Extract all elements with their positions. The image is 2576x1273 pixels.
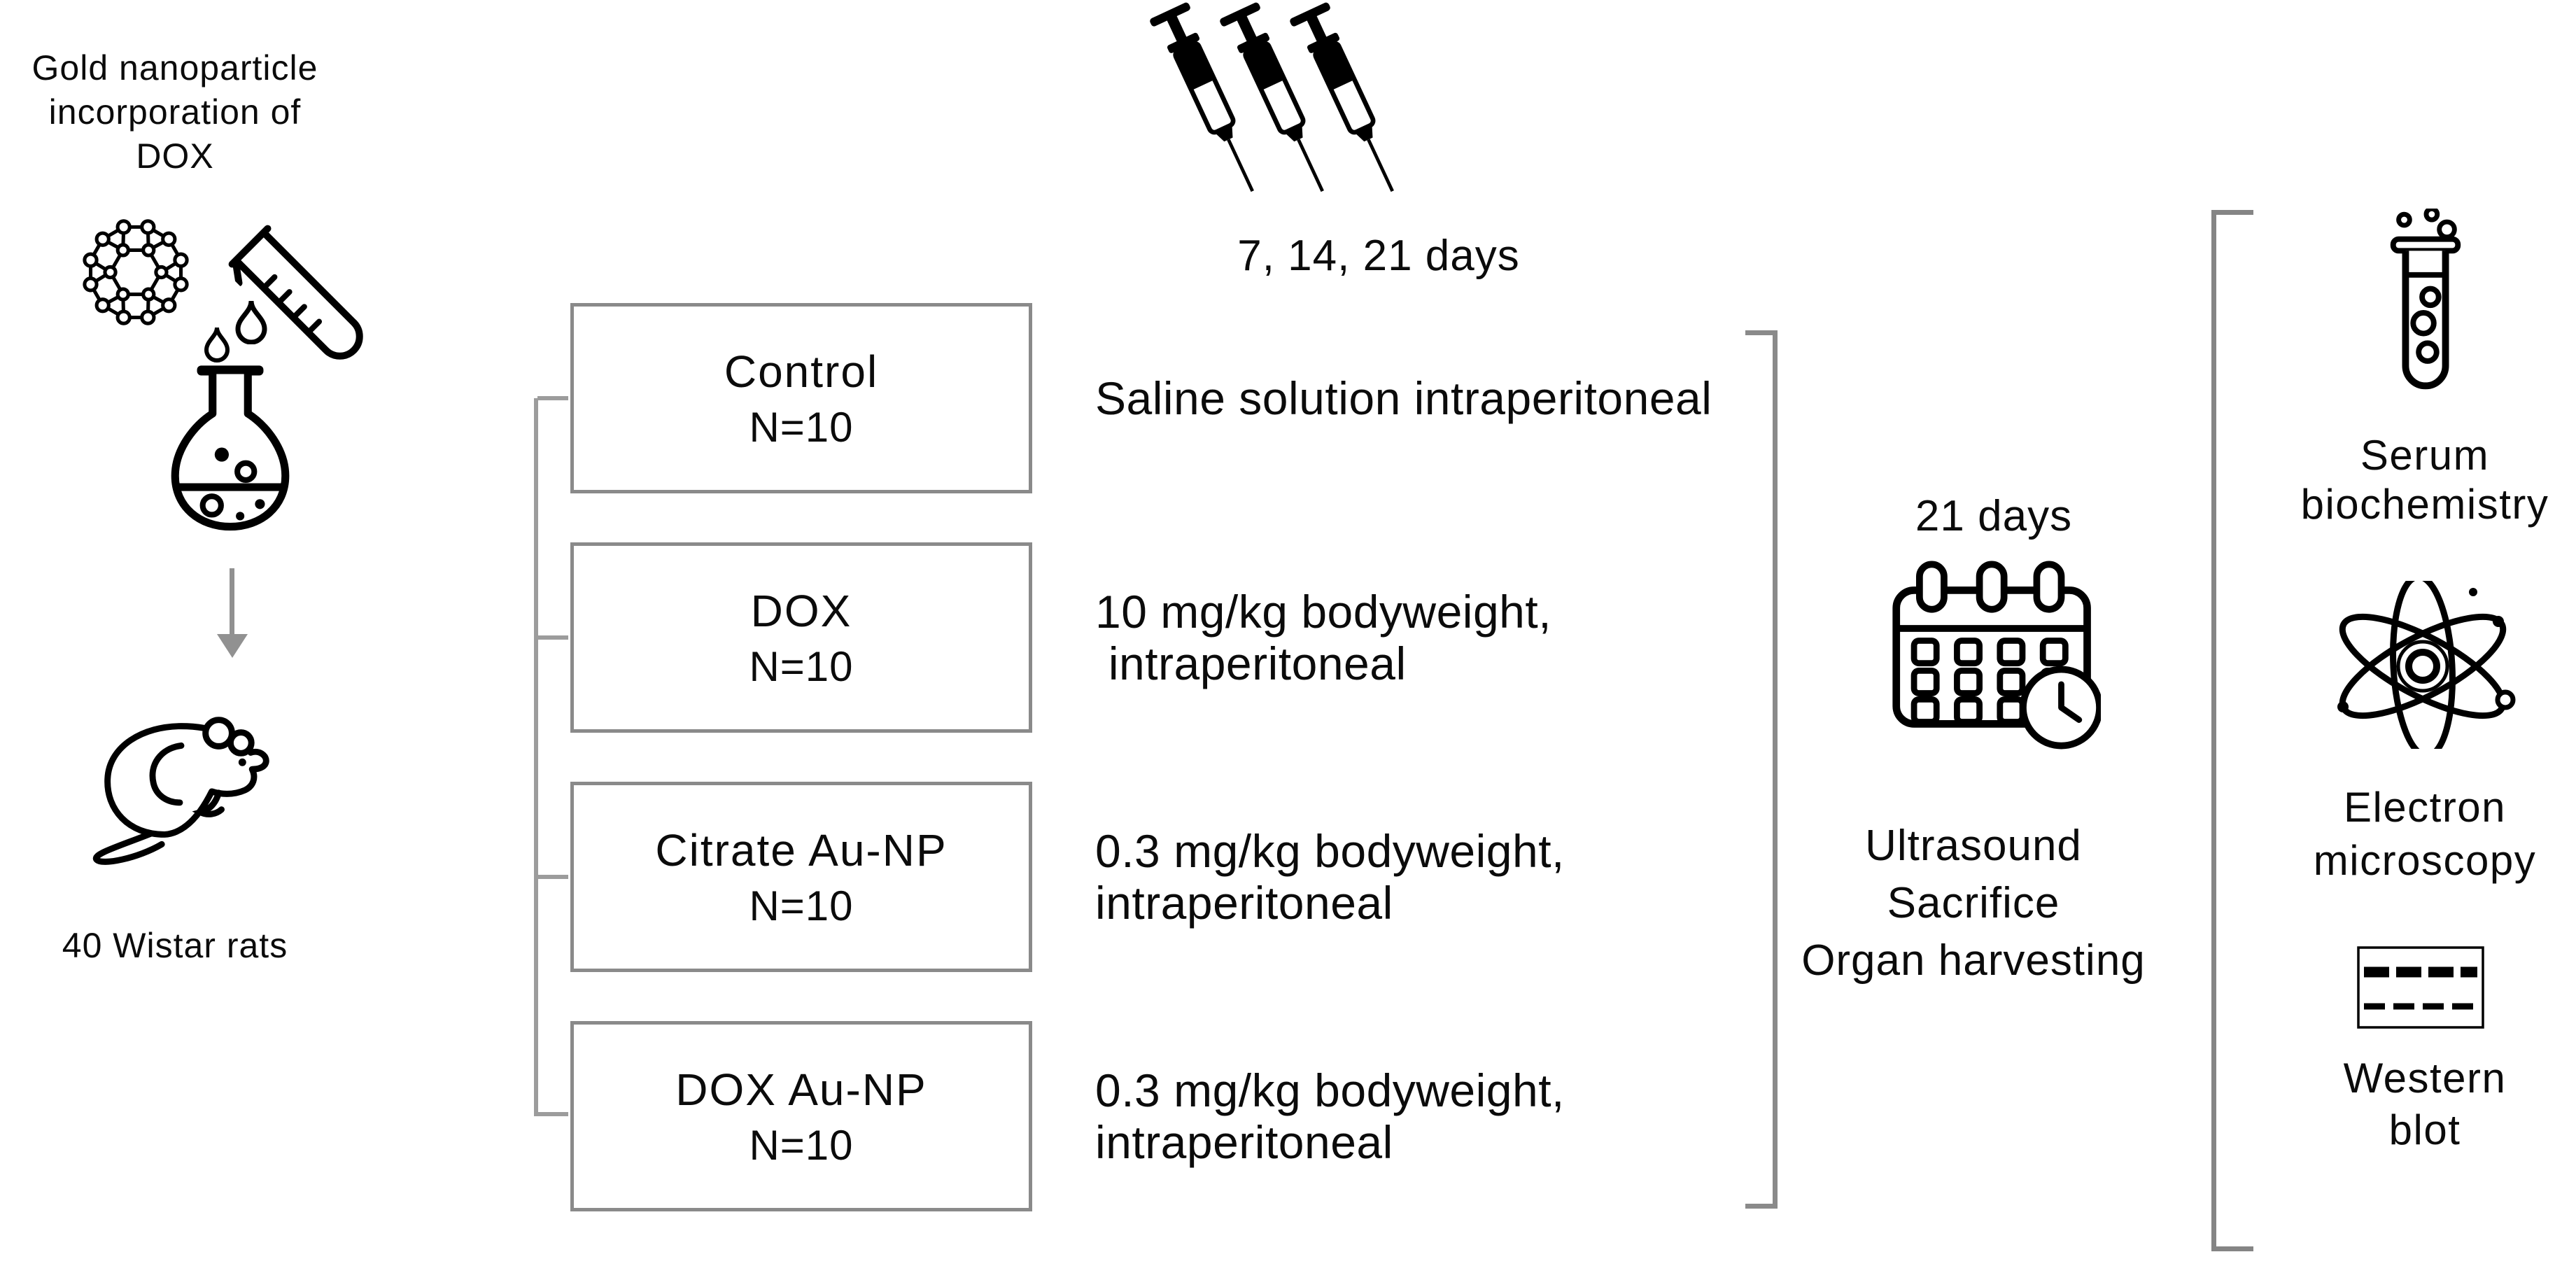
liquid-drop-icon [235, 300, 267, 344]
analyses-bracket [2211, 210, 2253, 1251]
bracket-tick [537, 1112, 568, 1116]
analysis-label-line: microscopy [2313, 837, 2537, 884]
dose-line: 0.3 mg/kg bodyweight, [1095, 825, 1565, 877]
group-box-dox-aunp: DOX Au-NP N=10 [570, 1021, 1032, 1211]
liquid-drop-small-icon [204, 327, 230, 363]
dose-line: 0.3 mg/kg bodyweight, [1095, 1064, 1565, 1116]
western-blot-icon [2357, 946, 2484, 1029]
group-n: N=10 [749, 1121, 854, 1169]
subjects-label: 40 Wistar rats [62, 926, 288, 965]
group-box-citrate-aunp: Citrate Au-NP N=10 [570, 782, 1032, 972]
analysis-em-label: Electron microscopy [2288, 781, 2561, 887]
group-name: DOX [750, 585, 852, 636]
group-n: N=10 [749, 403, 854, 451]
injection-schedule-label: 7, 14, 21 days [1237, 232, 1520, 280]
nanoparticle-icon [83, 219, 189, 325]
syringe-icon [1220, 2, 1324, 192]
analysis-label-line: Western [2343, 1055, 2507, 1102]
analysis-western-blot-label: Western blot [2288, 1053, 2561, 1156]
syringe-icon [1150, 2, 1254, 192]
group-n: N=10 [749, 882, 854, 929]
analysis-label-line: biochemistry [2300, 481, 2549, 528]
group-box-dox: DOX N=10 [570, 542, 1032, 733]
group-n: N=10 [749, 642, 854, 690]
procedure-organ-harvesting: Organ harvesting [1801, 936, 2146, 985]
group-name: Citrate Au-NP [655, 824, 948, 875]
dose-text-dox-aunp: 0.3 mg/kg bodyweight, intraperitoneal [1095, 1062, 1739, 1171]
analysis-serum-label: Serum biochemistry [2288, 431, 2561, 529]
syringe-icon [1290, 2, 1394, 192]
calendar-clock-icon [1892, 561, 2101, 750]
bracket-tick [537, 635, 568, 640]
dose-text-dox: 10 mg/kg bodyweight, intraperitoneal [1095, 583, 1739, 692]
serum-tube-icon [2390, 209, 2461, 390]
bracket-tick [537, 875, 568, 879]
pouring-test-tube-icon [228, 225, 363, 360]
rat-icon [92, 717, 269, 865]
atom-icon [2337, 581, 2516, 749]
dose-text-citrate-aunp: 0.3 mg/kg bodyweight, intraperitoneal [1095, 822, 1739, 931]
flow-arrow-down-icon [217, 634, 248, 658]
dose-line: Saline solution intraperitoneal [1095, 372, 1712, 424]
group-box-control: Control N=10 [570, 303, 1032, 493]
group-name: Control [724, 346, 879, 397]
dose-line: intraperitoneal [1095, 638, 1407, 689]
dose-line: intraperitoneal [1095, 877, 1393, 929]
flask-icon [171, 365, 290, 531]
procedure-sacrifice: Sacrifice [1887, 879, 2060, 927]
analysis-label-line: Serum [2360, 432, 2490, 479]
preparation-title: Gold nanoparticle incorporation of DOX [10, 46, 339, 178]
dose-text-control: Saline solution intraperitoneal [1095, 344, 1739, 453]
group-name: DOX Au-NP [675, 1064, 927, 1115]
bracket-tick [537, 396, 568, 400]
endpoint-procedures: Ultrasound Sacrifice Organ harvesting [1771, 817, 2176, 990]
procedure-ultrasound: Ultrasound [1865, 822, 2082, 870]
preparation-title-line2: incorporation of DOX [48, 92, 302, 176]
group-split-bracket [534, 398, 538, 1116]
flow-arrow-stem [230, 568, 234, 635]
analysis-label-line: Electron [2343, 784, 2507, 831]
dose-line: intraperitoneal [1095, 1116, 1393, 1168]
analysis-label-line: blot [2388, 1106, 2461, 1153]
endpoint-time-label: 21 days [1915, 492, 2073, 540]
groups-closing-bracket [1745, 330, 1778, 1209]
preparation-title-line1: Gold nanoparticle [31, 48, 318, 87]
dose-line: 10 mg/kg bodyweight, [1095, 586, 1552, 638]
